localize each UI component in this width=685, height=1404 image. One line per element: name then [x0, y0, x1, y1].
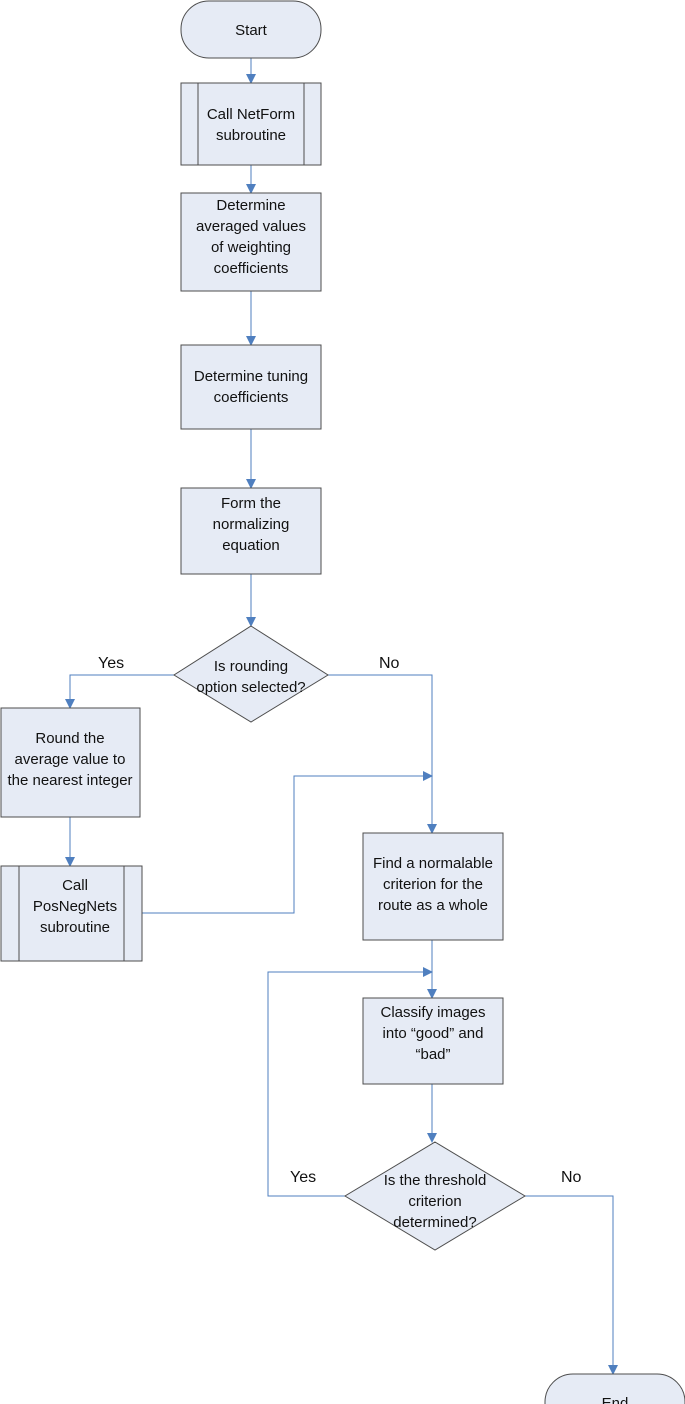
tuning-line-0: Determine tuning: [194, 368, 308, 385]
rounding_decision-line-0: Is rounding: [214, 658, 288, 675]
node-rounding-text: Is rounding option selected?: [196, 658, 305, 696]
node-rounding-decision: Is rounding option selected?: [173, 625, 329, 723]
normalizing-line-0: Form the: [221, 495, 281, 512]
netform-line-1: subroutine: [216, 127, 286, 144]
threshold_decision-line-1: criterion: [408, 1193, 461, 1210]
posnegnets-line-0: Call: [62, 877, 88, 894]
node-round-text: Round the average value to the nearest int…: [7, 730, 132, 789]
edge-threshold-yes-loop: [267, 967, 433, 1197]
criterion-line-1: criterion for the: [383, 876, 483, 893]
node-classify-text: Classify images into “good” and “bad”: [380, 1004, 485, 1063]
tuning-line-1: coefficients: [214, 389, 289, 406]
label-threshold-no: No: [561, 1169, 582, 1186]
node-normalizing-text: Form the normalizing equation: [213, 495, 290, 554]
label-rounding-no: No: [379, 655, 400, 672]
connectors: [65, 58, 618, 1375]
node-tuning-text: Determine tuning coefficients: [194, 368, 308, 406]
node-start-text: Start: [235, 22, 268, 39]
node-determine-tuning: Determine tuning coefficients: [180, 344, 322, 430]
label-rounding-yes: Yes: [98, 655, 124, 672]
classify-line-1: into “good” and: [383, 1025, 484, 1042]
threshold_decision-line-2: determined?: [393, 1214, 476, 1231]
node-threshold-decision: Is the threshold criterion determined?: [344, 1141, 526, 1251]
normalizing-line-1: normalizing: [213, 516, 290, 533]
node-end: End: [544, 1373, 685, 1404]
threshold_decision-line-0: Is the threshold: [384, 1172, 487, 1189]
node-determine-averaged: Determine averaged values of weighting coef…: [180, 192, 322, 292]
node-classify-images: Classify images into “good” and “bad”: [362, 997, 504, 1085]
node-round-average: Round the average value to the nearest int…: [0, 707, 141, 818]
netform-line-0: Call NetForm: [207, 106, 295, 123]
averaged-line-1: averaged values: [196, 218, 306, 235]
classify-line-0: Classify images: [380, 1004, 485, 1021]
node-criterion-text: Find a normalable criterion for the route …: [373, 855, 493, 914]
criterion-line-2: route as a whole: [378, 897, 488, 914]
node-form-normalizing: Form the normalizing equation: [180, 487, 322, 575]
classify-line-2: “bad”: [415, 1046, 450, 1063]
start-line-0: Start: [235, 22, 268, 39]
edge-posnegnets-to-merge: [142, 771, 433, 914]
criterion-line-0: Find a normalable: [373, 855, 493, 872]
round-line-0: Round the: [35, 730, 104, 747]
normalizing-line-2: equation: [222, 537, 280, 554]
node-netform-subroutine: Call NetForm subroutine: [180, 82, 322, 166]
averaged-line-3: coefficients: [214, 260, 289, 277]
label-threshold-yes: Yes: [290, 1169, 316, 1186]
end-line-0: End: [602, 1395, 629, 1404]
node-find-criterion: Find a normalable criterion for the route …: [362, 832, 504, 941]
edge-decision-yes-to-round: [65, 674, 174, 709]
node-start: Start: [180, 0, 322, 59]
posnegnets-line-1: PosNegNets: [33, 898, 117, 915]
rounding_decision-line-1: option selected?: [196, 679, 305, 696]
averaged-line-0: Determine: [216, 197, 285, 214]
round-line-1: average value to: [15, 751, 126, 768]
node-end-text: End: [602, 1395, 629, 1404]
node-netform-text: Call NetForm subroutine: [207, 106, 295, 144]
edge-threshold-no-to-end: [525, 1195, 618, 1375]
edge-decision-no-to-criterion: [328, 674, 437, 834]
node-threshold-text: Is the threshold criterion determined?: [384, 1172, 487, 1231]
node-averaged-text: Determine averaged values of weighting coef…: [196, 197, 306, 277]
posnegnets-line-2: subroutine: [40, 919, 110, 936]
averaged-line-2: of weighting: [211, 239, 291, 256]
round-line-2: the nearest integer: [7, 772, 132, 789]
